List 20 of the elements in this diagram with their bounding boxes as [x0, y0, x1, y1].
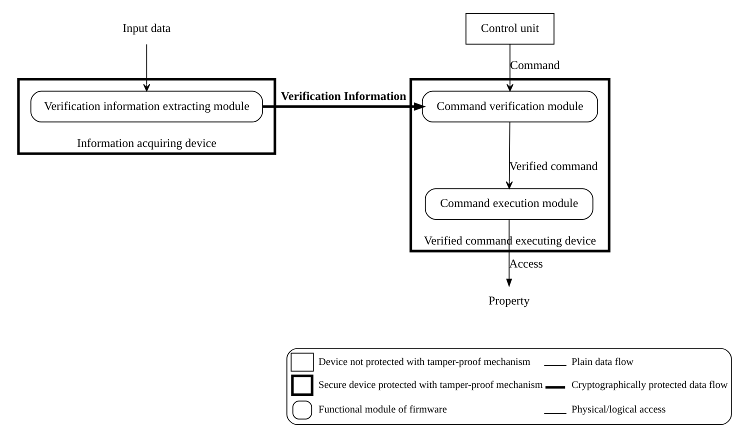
arrow [506, 44, 514, 92]
arrow [506, 219, 512, 288]
legend-label: Secure device protected with tamper-proof mechanism [318, 380, 543, 391]
legend-label: Physical/logical access [572, 404, 666, 416]
legend-label: Plain data flow [572, 356, 634, 368]
arrow [143, 44, 150, 92]
node-box: Control unit [466, 13, 554, 45]
node-text: Property [488, 294, 530, 308]
node-box: Verification information extracting module [30, 90, 263, 122]
node-box: Command verification module [422, 90, 598, 122]
node-box: Command execution module [424, 188, 594, 220]
legend-label: Device not protected with tamper-proof mechanism [318, 356, 530, 368]
arrow [262, 102, 426, 111]
legend-label: Functional module of firmware [318, 404, 447, 416]
edge-label: Access [509, 256, 543, 270]
arrow [506, 122, 513, 189]
edge-label: Verification Information [280, 88, 406, 103]
edge-label: Command [510, 58, 560, 72]
node-text: Input data [122, 20, 171, 35]
legend-label: Cryptographically protected data flow [572, 380, 728, 391]
